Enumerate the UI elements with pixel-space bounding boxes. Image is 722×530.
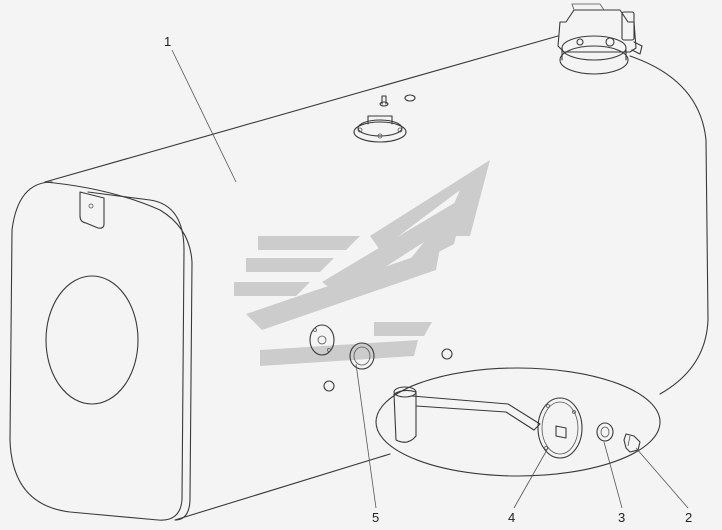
filler-neck	[557, 3, 643, 75]
callout-4: 4	[508, 510, 515, 525]
top-sensor-flange	[353, 94, 416, 143]
watermark-logo	[234, 160, 490, 366]
sensor-flange	[537, 397, 583, 459]
watermark-lower-stripe-2	[260, 340, 418, 366]
side-fittings	[309, 324, 453, 392]
watermark-stripe-3	[234, 282, 310, 296]
tank-top-right-edge	[629, 55, 709, 395]
watermark-chevron-inner	[246, 248, 440, 330]
leader-lines	[171, 49, 689, 509]
callout-1: 1	[164, 34, 171, 49]
sensor-float	[393, 389, 417, 443]
leader-5	[355, 363, 377, 509]
watermark-chevron-mid	[322, 196, 466, 296]
watermark-stripe-1	[258, 236, 360, 250]
callout-3: 3	[618, 510, 625, 525]
detail-view	[375, 367, 661, 477]
bolt	[623, 433, 641, 453]
fuel-tank	[9, 35, 709, 521]
callout-2: 2	[685, 510, 692, 525]
vent-fitting	[381, 95, 387, 105]
gasket	[349, 342, 375, 370]
drain-flange	[309, 324, 335, 356]
watermark-lower-stripe-1	[374, 322, 432, 336]
tank-end-cap	[9, 181, 185, 521]
watermark-stripe-2	[246, 258, 334, 272]
leader-4	[513, 447, 549, 509]
leader-1	[171, 49, 237, 183]
tank-top-back-edge	[44, 35, 559, 183]
detail-ellipse	[375, 367, 661, 477]
tank-bottom-edge	[174, 453, 391, 521]
tank-end-cap-rim	[44, 181, 193, 521]
watermark-chevron-outer	[370, 160, 490, 250]
bracket-hole	[88, 203, 94, 209]
end-cap-recess	[45, 275, 139, 405]
leader-2	[635, 447, 689, 509]
washer	[596, 422, 614, 442]
side-boss-right	[441, 348, 453, 360]
mounting-bracket	[79, 191, 105, 229]
filler-cap	[557, 9, 637, 53]
sensor-float-arm	[411, 395, 541, 431]
side-boss-left	[323, 380, 335, 392]
leader-3	[603, 441, 623, 509]
vent-washer	[404, 94, 416, 102]
callout-5: 5	[372, 510, 379, 525]
